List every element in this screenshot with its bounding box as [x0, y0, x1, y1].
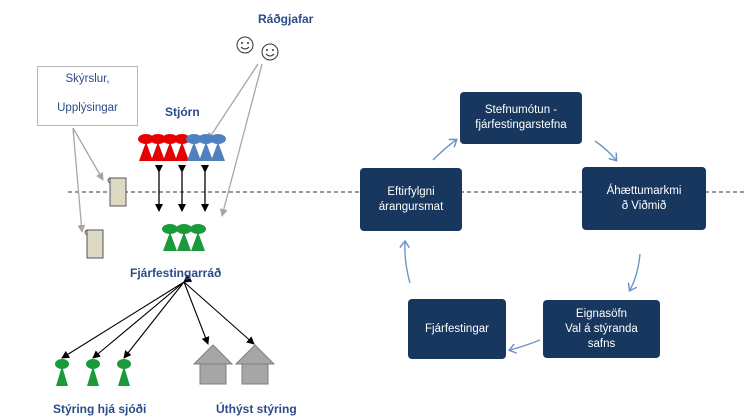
- cycle-box-text: Val á stýranda: [565, 322, 638, 335]
- reports-line: Skýrslur,: [65, 73, 110, 85]
- cycle-arrows: [405, 140, 641, 350]
- cycle-box-text: árangursmat: [378, 200, 444, 213]
- external-manager-house-icon: [234, 344, 276, 385]
- advisor-smiley-icon: [236, 36, 254, 54]
- internal-management-label: Stýring hjá sjóði: [53, 402, 147, 416]
- cycle-box-text: safns: [587, 337, 616, 350]
- cycle-box-text: Áhættumarkmi: [606, 184, 682, 197]
- cycle-box-risk: Áhættumarkmi ð Viðmið: [582, 167, 706, 230]
- cycle-box-policy: Stefnumótun - fjárfestingarstefna: [460, 92, 582, 144]
- board-member-figures: [138, 134, 226, 161]
- cycle-box-text: fjárfestingarstefna: [475, 119, 567, 131]
- advisor-smiley-icon: [261, 43, 279, 61]
- advisor-arrow: [207, 63, 259, 141]
- cycle-box-text: Eftirfylgni: [387, 185, 435, 198]
- cycle-box-monitoring: Eftirfylgni árangursmat: [360, 168, 462, 231]
- internal-manager-figures: [55, 359, 131, 386]
- cycle-box-investments: Fjárfestingar: [408, 299, 506, 359]
- delegation-arrows: [61, 274, 255, 359]
- board-label: Stjórn: [165, 105, 200, 119]
- cycle-box-text: Eignasöfn: [575, 307, 628, 320]
- document-scroll-icon: [84, 229, 104, 259]
- report-arrow: [72, 127, 104, 181]
- report-arrow: [72, 127, 86, 233]
- cycle-box-text: ð Viðmið: [621, 199, 667, 212]
- external-management-label: Úthýst stýring: [216, 402, 297, 416]
- reports-info-box: Skýrslur, Upplýsingar: [37, 66, 138, 126]
- investment-committee-label: Fjárfestingarráð: [130, 266, 222, 280]
- committee-member-figures: [162, 224, 206, 251]
- cycle-box-text: Fjárfestingar: [425, 322, 489, 335]
- advisor-arrow: [219, 63, 263, 217]
- advisors-label: Ráðgjafar: [258, 12, 314, 26]
- cycle-box-portfolios: Eignasöfn Val á stýranda safns: [543, 300, 660, 358]
- external-manager-house-icon: [192, 344, 234, 385]
- document-scroll-icon: [107, 177, 127, 207]
- cycle-box-text: Stefnumótun -: [484, 104, 558, 116]
- information-line: Upplýsingar: [57, 102, 118, 114]
